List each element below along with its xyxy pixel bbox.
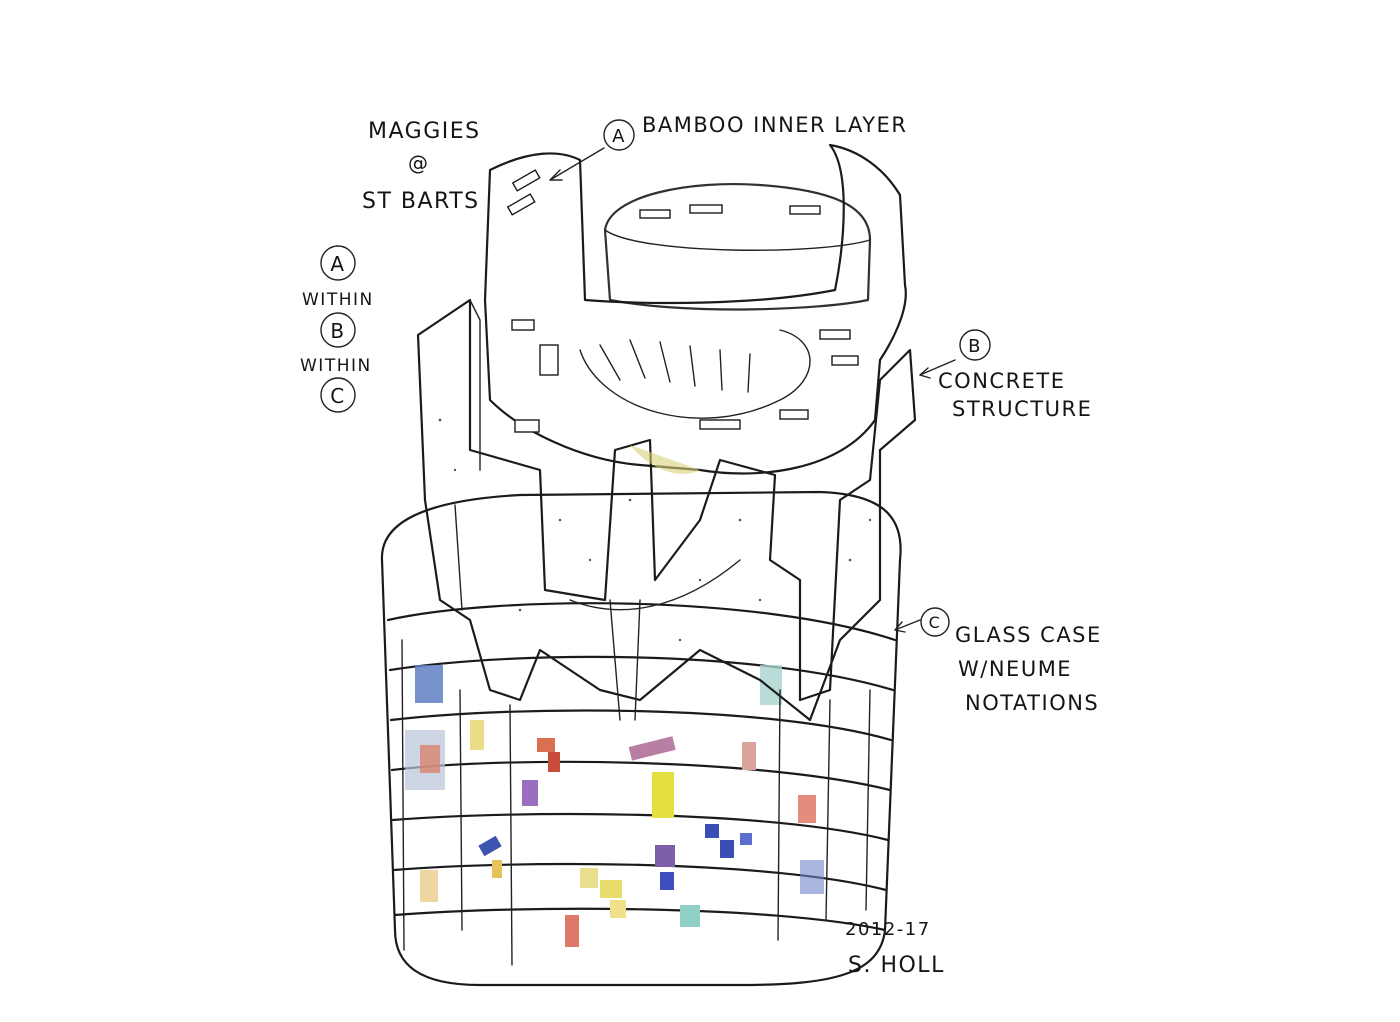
legend-a: A	[330, 252, 345, 276]
concrete-structure-layer	[416, 298, 917, 722]
legend-within-2: WITHIN	[300, 356, 372, 376]
label-b: B CONCRETE STRUCTURE	[938, 336, 1092, 421]
legend-circle-b	[320, 312, 356, 348]
signature-block: 2012-17 S. HOLL	[845, 919, 945, 978]
title-block: MAGGIES @ ST BARTS	[362, 119, 481, 214]
label-c: C GLASS CASE W/NEUME NOTATIONS	[929, 613, 1102, 715]
label-b-line-2: STRUCTURE	[952, 397, 1092, 421]
label-c-line-2: W/NEUME	[958, 657, 1072, 681]
neume-notations	[405, 665, 824, 947]
legend-b: B	[330, 319, 345, 343]
legend-c: C	[330, 384, 345, 408]
title-line-2: @	[408, 151, 430, 175]
leader-lines	[549, 147, 956, 633]
legend-within-1: WITHIN	[302, 290, 374, 310]
title-line-3: ST BARTS	[362, 189, 480, 214]
signature-name: S. HOLL	[848, 953, 945, 978]
label-a: A BAMBOO INNER LAYER	[612, 113, 907, 147]
marker-circle-c	[920, 607, 950, 637]
legend-circle-a	[320, 245, 356, 281]
label-c-marker: C	[929, 613, 942, 632]
label-a-marker: A	[612, 126, 626, 147]
marker-circle-a	[603, 119, 635, 151]
label-c-line-1: GLASS CASE	[955, 623, 1102, 647]
label-c-line-3: NOTATIONS	[965, 691, 1099, 715]
legend-block: A WITHIN B WITHIN C	[300, 252, 374, 408]
signature-date: 2012-17	[845, 919, 931, 940]
marker-circle-b	[959, 329, 991, 361]
glass-case-layer	[380, 490, 902, 987]
label-a-text: BAMBOO INNER LAYER	[642, 113, 907, 137]
label-b-line-1: CONCRETE	[938, 369, 1066, 393]
legend-circle-c	[320, 377, 356, 413]
bamboo-inner-layer	[483, 143, 907, 475]
title-line-1: MAGGIES	[368, 119, 481, 144]
label-b-marker: B	[968, 336, 982, 357]
